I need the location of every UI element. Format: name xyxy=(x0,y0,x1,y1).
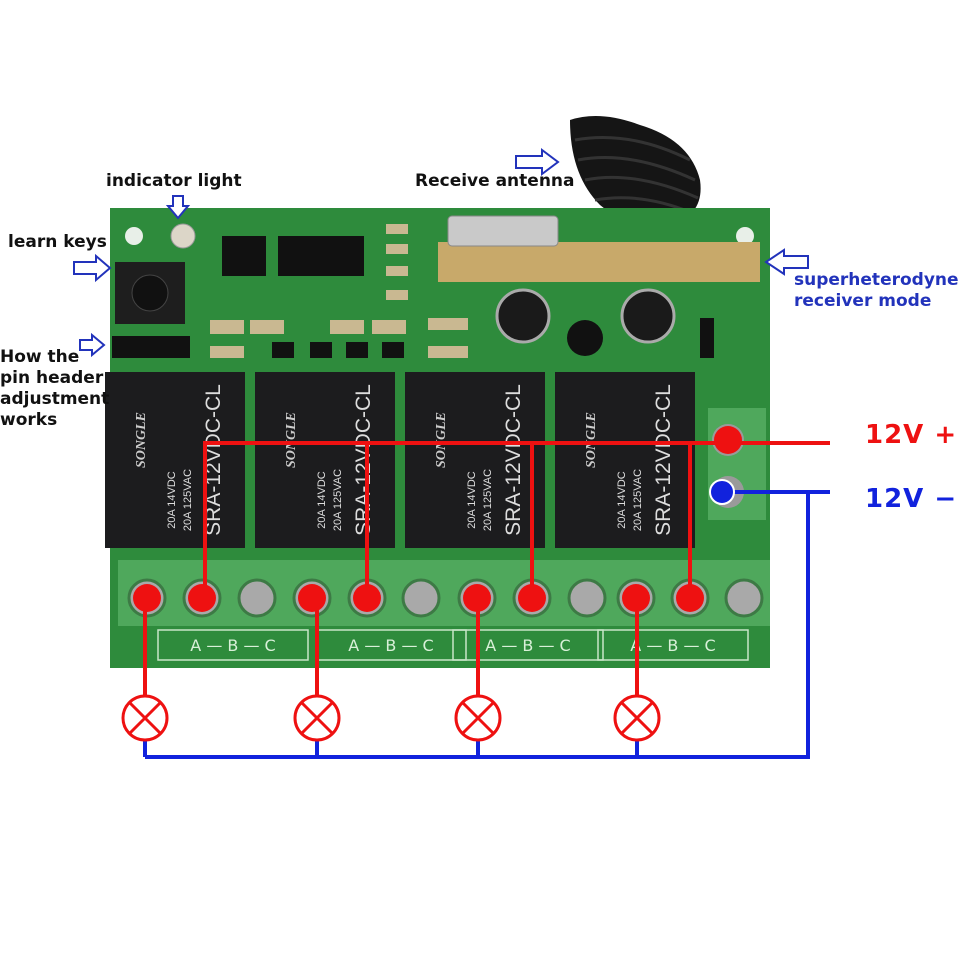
relay-brand: SONGLE xyxy=(134,412,149,468)
line: receiver mode xyxy=(794,291,932,311)
relay-rating: 20A 14VDC xyxy=(166,471,178,529)
relay-rating: 20A 125VAC xyxy=(632,469,644,531)
relay-rating: 20A 14VDC xyxy=(466,471,478,529)
ic-chip xyxy=(278,236,364,276)
relay-model: SRA-12VDC-CL xyxy=(502,384,525,536)
relay-model: SRA-12VDC-CL xyxy=(202,384,225,536)
capacitor xyxy=(495,288,551,344)
relay-model: SRA-12VDC-CL xyxy=(652,384,675,536)
relay-rating: 20A 125VAC xyxy=(482,469,494,531)
label-12v-positive: 12V + xyxy=(865,420,958,450)
relay-rating: 20A 125VAC xyxy=(332,469,344,531)
line: How the xyxy=(0,347,80,367)
mount-hole xyxy=(736,227,754,245)
relay-model: SRA-12VDC-CL xyxy=(352,384,375,536)
arrow-icon xyxy=(764,248,809,276)
lamp-icon xyxy=(121,694,169,742)
relay-body xyxy=(105,372,245,548)
connection-dot xyxy=(518,584,546,612)
terminal-label: A — B — C xyxy=(348,636,433,655)
line: pin header xyxy=(0,368,104,388)
label-learn-keys: learn keys xyxy=(8,232,107,252)
terminal-label: A — B — C xyxy=(190,636,275,655)
terminal-screw xyxy=(724,578,764,618)
negative-bus-wire xyxy=(145,492,810,759)
relay: SRA-12VDC-CL SONGLE 20A 14VDC 20A 125VAC xyxy=(555,372,695,548)
connection-dot xyxy=(353,584,381,612)
smd-components xyxy=(210,224,468,358)
terminal-screw xyxy=(401,578,441,618)
lamp-cross xyxy=(461,701,495,735)
arrow-icon xyxy=(79,332,106,358)
label-12v-negative: 12V − xyxy=(865,484,958,514)
arrow-icon xyxy=(515,148,560,176)
relay-brand: SONGLE xyxy=(284,412,299,468)
lamp-icon xyxy=(613,694,661,742)
lamp-cross xyxy=(620,701,654,735)
connection-dot xyxy=(188,584,216,612)
positive-connection-dot xyxy=(714,426,742,454)
label-receiver-mode: superheterodyne receiver mode xyxy=(794,270,959,312)
relay: SRA-12VDC-CL SONGLE 20A 14VDC 20A 125VAC xyxy=(255,372,395,548)
relay-body xyxy=(555,372,695,548)
positive-bus-wire xyxy=(203,441,830,598)
capacitor xyxy=(620,288,676,344)
output-terminal-strip xyxy=(118,560,770,626)
relay: SRA-12VDC-CL SONGLE 20A 14VDC 20A 125VAC xyxy=(405,372,545,548)
receiver-module xyxy=(438,242,760,282)
relay: SRA-12VDC-CL SONGLE 20A 14VDC 20A 125VAC xyxy=(105,372,245,548)
terminal-label-box xyxy=(597,629,749,661)
relay-body xyxy=(255,372,395,548)
regulator xyxy=(567,320,603,356)
lamp-icon xyxy=(454,694,502,742)
line: superheterodyne xyxy=(794,270,959,290)
lamp-cross xyxy=(300,701,334,735)
relay-body xyxy=(405,372,545,548)
indicator-led xyxy=(170,223,196,249)
connection-dot xyxy=(676,584,704,612)
terminal-label-box xyxy=(157,629,309,661)
ic-chip xyxy=(222,236,266,276)
terminal-screw xyxy=(567,578,607,618)
relay-rating: 20A 125VAC xyxy=(182,469,194,531)
crystal xyxy=(447,215,559,247)
lamp-cross xyxy=(128,701,162,735)
arrow-icon xyxy=(73,253,112,283)
annotation-arrows xyxy=(73,148,809,358)
lamp-icon xyxy=(293,694,341,742)
pin-header xyxy=(112,336,190,358)
relay-brand: SONGLE xyxy=(584,412,599,468)
relay-brand: SONGLE xyxy=(434,412,449,468)
arrow-icon xyxy=(165,195,191,220)
relay-rating: 20A 14VDC xyxy=(616,471,628,529)
terminal-label: A — B — C xyxy=(630,636,715,655)
label-indicator-light: indicator light xyxy=(106,171,242,191)
terminal-label-box xyxy=(452,629,604,661)
connection-dot xyxy=(298,584,326,612)
connection-dot xyxy=(463,584,491,612)
connection-dot xyxy=(622,584,650,612)
label-pin-header: How the pin header adjustment works xyxy=(0,347,109,431)
terminal-screw xyxy=(237,578,277,618)
mount-hole xyxy=(125,227,143,245)
line: works xyxy=(0,410,58,430)
line: adjustment xyxy=(0,389,110,409)
relay-rating: 20A 14VDC xyxy=(316,471,328,529)
label-receive-antenna: Receive antenna xyxy=(415,171,575,191)
negative-connection-dot xyxy=(709,479,735,505)
connection-dot xyxy=(133,584,161,612)
terminal-label: A — B — C xyxy=(485,636,570,655)
